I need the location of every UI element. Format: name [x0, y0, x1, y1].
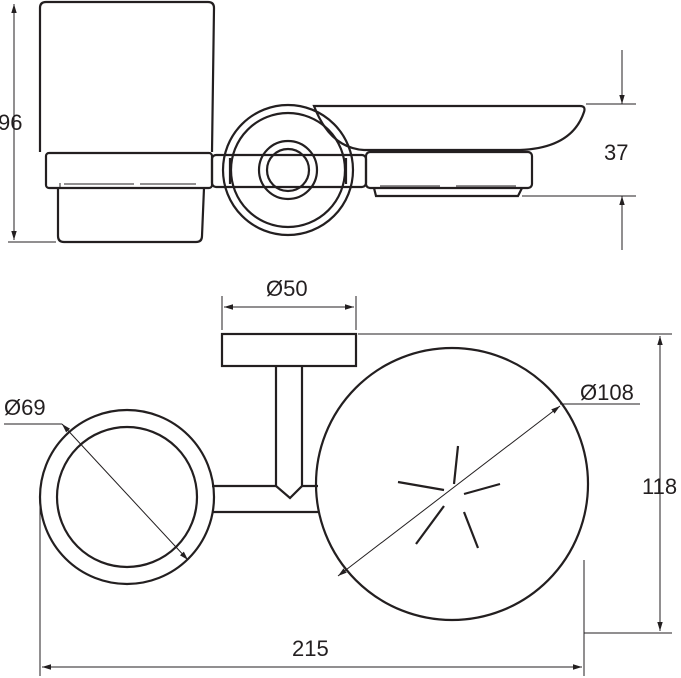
wall-rosette-front — [221, 103, 355, 237]
dimension-diameter-50 — [221, 296, 357, 330]
dimension-width-215 — [39, 497, 585, 676]
front-view — [38, 0, 586, 244]
glass-tumbler — [38, 0, 216, 244]
top-view — [38, 332, 590, 622]
dimension-depth-118 — [358, 333, 672, 634]
dimension-height-37 — [522, 50, 636, 250]
dimension-diameter-69 — [4, 423, 189, 561]
dimension-label-diameter-50: Ø50 — [266, 276, 308, 301]
tumbler-ring-outer — [38, 408, 216, 586]
arm-crossbar-top — [212, 484, 318, 514]
dimension-label-diameter-108: Ø108 — [580, 380, 634, 405]
tumbler-holder-band — [44, 151, 214, 190]
soap-dish-top — [314, 346, 590, 622]
dimension-label-215: 215 — [292, 636, 329, 661]
soap-dish-front — [312, 104, 586, 198]
tumbler-ring-inner — [55, 425, 199, 569]
drain-slots — [397, 445, 501, 549]
dimension-label-118: 118 — [642, 474, 677, 499]
dimension-label-37: 37 — [604, 140, 628, 165]
dimension-diameter-108 — [337, 403, 640, 577]
arm-stem-top — [274, 366, 304, 500]
dimension-label-96: 96 — [0, 110, 22, 135]
dimension-height-96 — [8, 4, 56, 243]
wall-plate-top — [220, 332, 358, 368]
dimension-label-diameter-69: Ø69 — [4, 395, 46, 420]
